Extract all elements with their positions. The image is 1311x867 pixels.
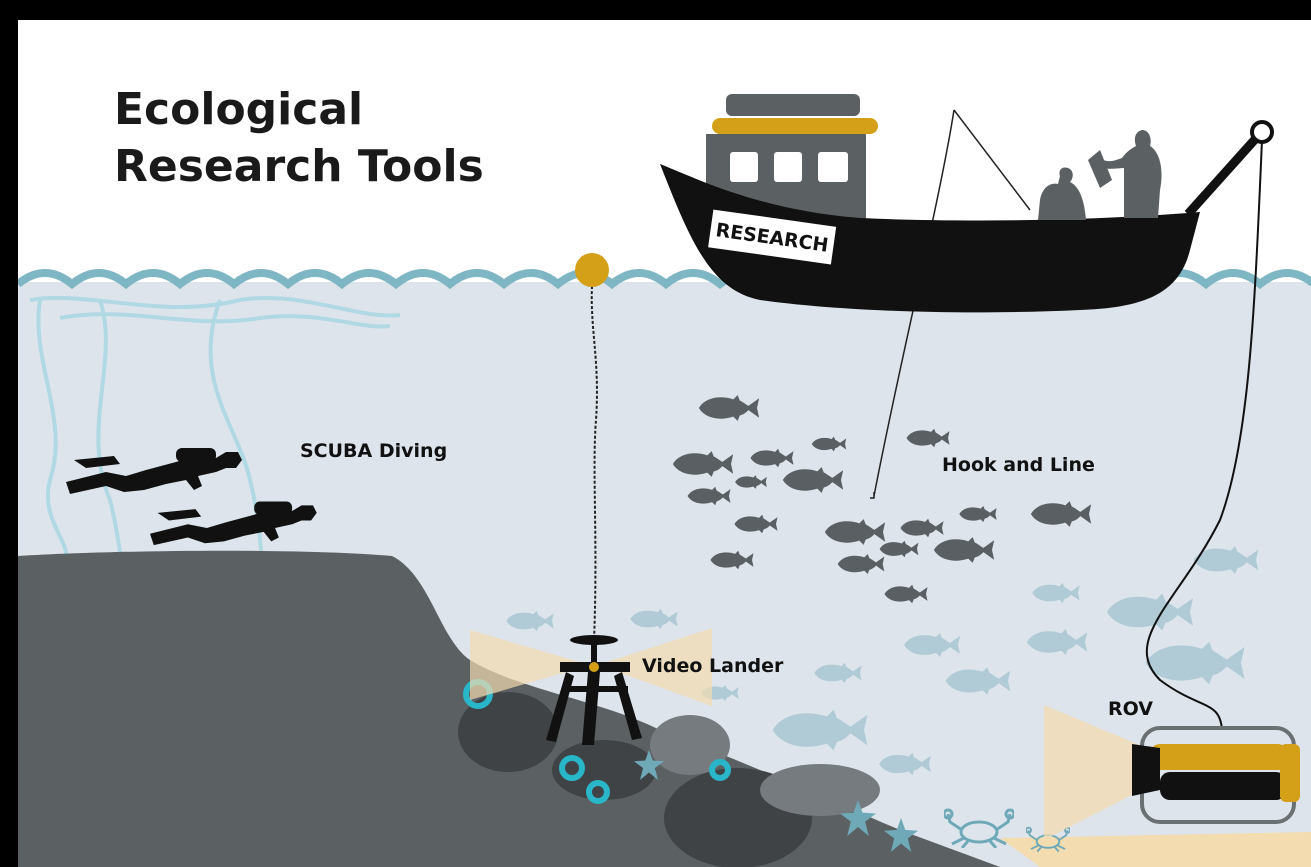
kelp-forest xyxy=(29,295,401,576)
lander-tether xyxy=(590,285,598,641)
title-line-2: Research Tools xyxy=(114,141,484,192)
label-hook-and-line: Hook and Line xyxy=(942,454,1095,476)
label-rov: ROV xyxy=(1108,698,1153,720)
rov-tether xyxy=(1146,139,1263,731)
rov-light-beam xyxy=(1044,705,1142,840)
research-boat xyxy=(660,94,1274,313)
video-lander xyxy=(546,635,642,745)
buoy xyxy=(575,253,609,287)
sand-patch xyxy=(1000,832,1311,867)
label-scuba-diving: SCUBA Diving xyxy=(300,440,447,462)
boulder-1 xyxy=(458,692,558,772)
standing-researcher xyxy=(1094,130,1162,218)
seated-angler xyxy=(1038,167,1086,220)
hook xyxy=(870,492,875,499)
boulder-5 xyxy=(760,764,880,816)
boulder-4 xyxy=(650,715,730,775)
title-line-1: Ecological xyxy=(114,84,363,135)
label-video-lander: Video Lander xyxy=(642,655,784,677)
lander-light-beam xyxy=(470,630,590,700)
boulder-2 xyxy=(552,740,656,800)
lander-light-beam-right xyxy=(598,628,712,706)
rov xyxy=(1132,726,1300,824)
